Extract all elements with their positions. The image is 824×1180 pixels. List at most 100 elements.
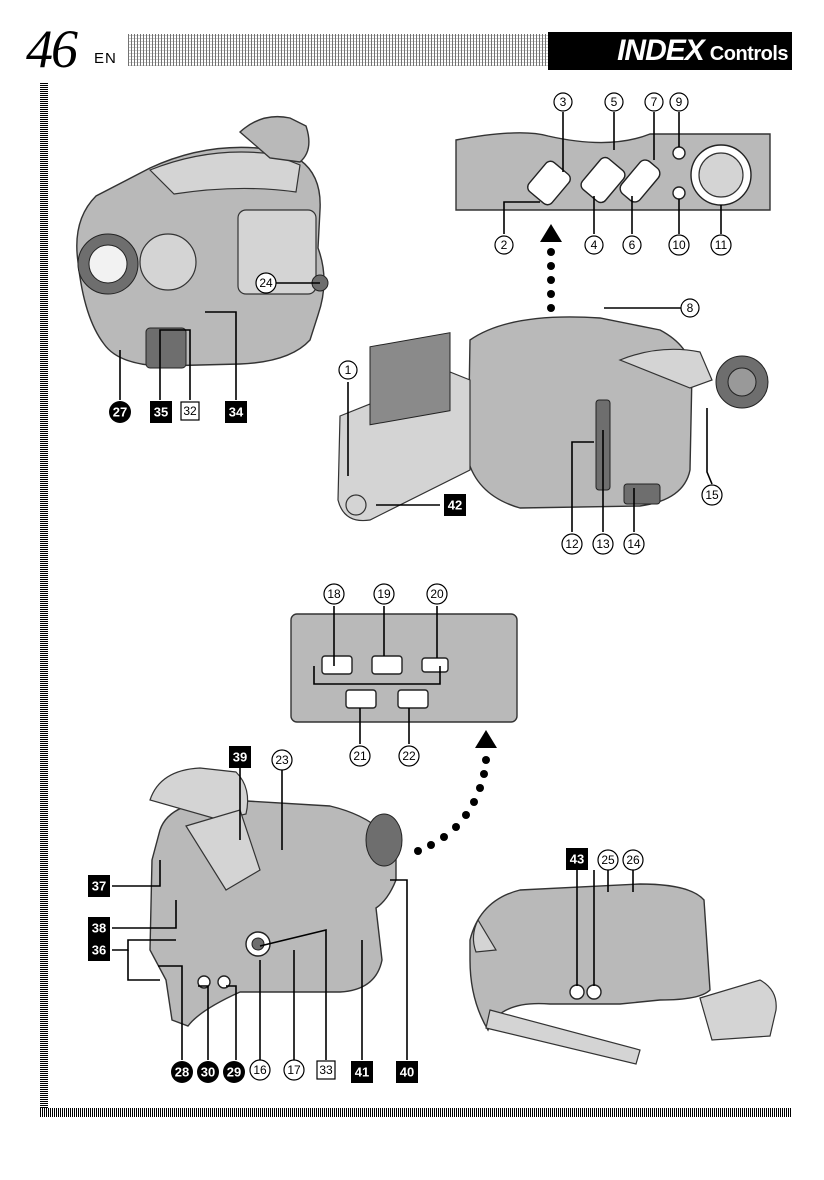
callout-16: 16 <box>249 1059 271 1081</box>
callout-34-label: 34 <box>229 405 244 420</box>
callout-29-label: 29 <box>227 1065 241 1080</box>
callout-30-label: 30 <box>201 1065 215 1080</box>
callout-27-label: 27 <box>113 405 127 420</box>
callout-27: 27 <box>109 401 131 423</box>
callout-40: 40 <box>396 1061 418 1083</box>
callout-19-label: 19 <box>377 587 391 601</box>
left-border-rule <box>40 82 48 1116</box>
dotted-arrow-to-panel <box>540 224 562 326</box>
callout-10-label: 10 <box>672 238 686 252</box>
header-pattern <box>128 34 548 66</box>
callout-24: 24 <box>255 272 277 294</box>
callout-42-label: 42 <box>448 498 462 513</box>
section-title-sub: Controls <box>709 43 789 65</box>
callout-12: 12 <box>561 533 583 555</box>
callout-36: 36 <box>88 939 110 961</box>
callout-43-label: 43 <box>570 852 584 867</box>
page-language: EN <box>94 50 117 67</box>
callout-1-label: 1 <box>345 363 352 377</box>
callout-13: 13 <box>592 533 614 555</box>
callout-33: 33 <box>316 1060 336 1080</box>
callout-14: 14 <box>623 533 645 555</box>
callout-20: 20 <box>426 583 448 605</box>
callout-18: 18 <box>323 583 345 605</box>
callout-2: 2 <box>494 235 514 255</box>
callout-32: 32 <box>180 401 200 421</box>
leader-lines <box>112 112 722 1060</box>
callout-21-label: 21 <box>353 749 367 763</box>
callout-28-label: 28 <box>175 1065 189 1080</box>
callout-38: 38 <box>88 917 110 939</box>
callout-30: 30 <box>197 1061 219 1083</box>
callout-43: 43 <box>566 848 588 870</box>
callout-1: 1 <box>338 360 358 380</box>
callout-6: 6 <box>622 235 642 255</box>
callout-6-label: 6 <box>629 238 636 252</box>
callout-26-label: 26 <box>626 853 640 867</box>
callout-11-label: 11 <box>715 238 728 252</box>
callout-14-label: 14 <box>627 537 641 551</box>
callout-42: 42 <box>444 494 466 516</box>
callout-3: 3 <box>553 92 573 112</box>
callout-25-label: 25 <box>601 853 615 867</box>
callout-10: 10 <box>668 234 690 256</box>
bottom-border-rule <box>40 1108 792 1117</box>
callout-35: 35 <box>150 401 172 423</box>
callout-17-label: 17 <box>287 1063 301 1077</box>
callout-24-label: 24 <box>259 276 273 290</box>
callout-23-label: 23 <box>275 753 289 767</box>
callout-41-label: 41 <box>355 1065 369 1080</box>
callout-11: 11 <box>710 234 732 256</box>
callout-4: 4 <box>584 235 604 255</box>
callout-23: 23 <box>271 749 293 771</box>
camcorder-front-illustration <box>76 115 329 369</box>
callout-4-label: 4 <box>591 238 598 252</box>
callout-13-label: 13 <box>596 537 610 551</box>
callout-41: 41 <box>351 1061 373 1083</box>
callout-32-label: 32 <box>183 404 197 418</box>
callout-15: 15 <box>701 484 723 506</box>
callout-5: 5 <box>604 92 624 112</box>
callout-26: 26 <box>622 849 644 871</box>
callout-5-label: 5 <box>611 95 618 109</box>
callout-36-label: 36 <box>92 943 106 958</box>
callout-15-label: 15 <box>705 488 719 502</box>
callout-28: 28 <box>171 1061 193 1083</box>
dotted-arrow-to-mode-panel <box>414 730 497 855</box>
callout-21: 21 <box>349 745 371 767</box>
callout-25: 25 <box>597 849 619 871</box>
callout-40-label: 40 <box>400 1065 414 1080</box>
mode-button-panel <box>290 613 518 723</box>
callout-39-label: 39 <box>233 750 247 765</box>
callout-34: 34 <box>225 401 247 423</box>
callout-7: 7 <box>644 92 664 112</box>
callout-33-label: 33 <box>319 1063 333 1077</box>
callout-37-label: 37 <box>92 879 106 894</box>
callout-9-label: 9 <box>676 95 683 109</box>
callout-19: 19 <box>373 583 395 605</box>
callout-29: 29 <box>223 1061 245 1083</box>
callout-38-label: 38 <box>92 921 106 936</box>
camcorder-rear-illustration <box>149 767 403 1027</box>
callout-9: 9 <box>669 92 689 112</box>
callout-8-label: 8 <box>687 301 694 315</box>
camcorder-bottom-illustration <box>469 883 777 1065</box>
callout-8: 8 <box>680 298 700 318</box>
camcorder-lcd-open-illustration <box>337 316 769 522</box>
callout-35-label: 35 <box>154 405 168 420</box>
callout-12-label: 12 <box>565 537 579 551</box>
callout-16-label: 16 <box>253 1063 267 1077</box>
callout-7-label: 7 <box>651 95 658 109</box>
callout-20-label: 20 <box>430 587 444 601</box>
callout-39: 39 <box>229 746 251 768</box>
callout-18-label: 18 <box>327 587 341 601</box>
page-number: 46 <box>26 19 78 79</box>
callout-3-label: 3 <box>560 95 567 109</box>
top-control-panel <box>455 132 771 211</box>
callout-17: 17 <box>283 1059 305 1081</box>
callout-22-label: 22 <box>402 749 416 763</box>
